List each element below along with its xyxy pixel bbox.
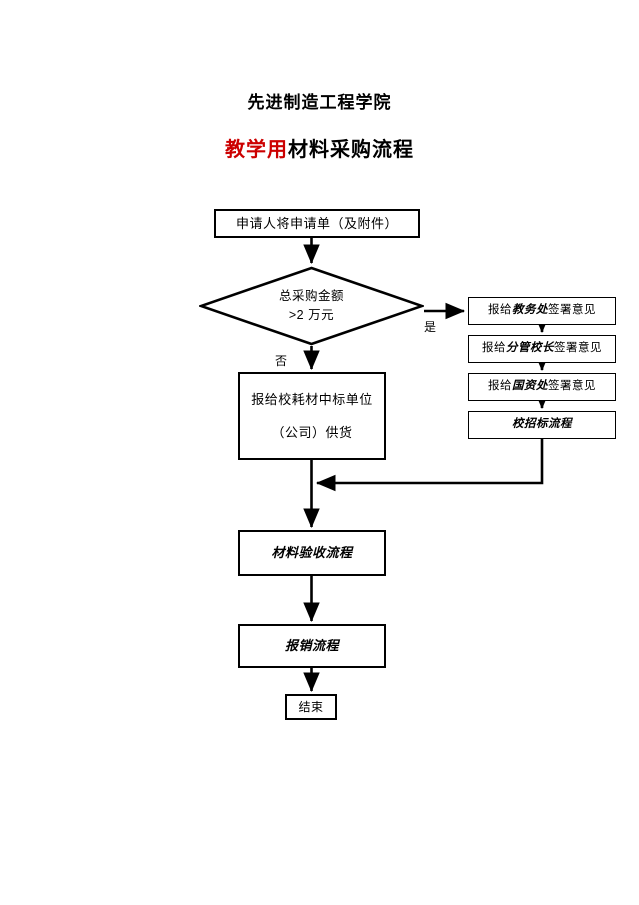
node-vice-president-suffix: 签署意见: [554, 342, 602, 355]
page-subtitle: 教学用材料采购流程: [0, 133, 639, 162]
node-decision-amount[interactable]: 总采购金额 >2 万元: [199, 266, 424, 346]
node-decision-amount-line1: 总采购金额: [278, 288, 344, 303]
node-school-bidding-process-label: 校招标流程: [512, 418, 572, 431]
edge-label-yes: 是: [424, 320, 437, 334]
diamond-shape: [199, 266, 424, 346]
node-reimbursement-process[interactable]: 报销流程: [238, 624, 386, 668]
node-end-label: 结束: [298, 700, 324, 714]
node-supplier-delivery-line2: （公司）供货: [271, 425, 353, 440]
node-decision-amount-text: 总采购金额 >2 万元: [199, 266, 424, 346]
node-state-assets-suffix: 签署意见: [548, 380, 596, 393]
node-vice-president-emphasis: 分管校长: [506, 342, 554, 355]
node-start-application[interactable]: 申请人将申请单（及附件）: [214, 209, 420, 238]
node-academic-affairs-signature[interactable]: 报给教务处签署意见: [468, 297, 616, 325]
page-title: 先进制造工程学院: [247, 93, 392, 112]
node-material-acceptance-process-label: 材料验收流程: [271, 545, 353, 561]
node-school-bidding-process[interactable]: 校招标流程: [468, 411, 616, 439]
node-vice-president-text: 报给分管校长签署意见: [482, 340, 602, 357]
node-academic-affairs-emphasis: 教务处: [512, 304, 548, 317]
node-academic-affairs-text: 报给教务处签署意见: [488, 302, 596, 319]
node-academic-affairs-prefix: 报给: [488, 304, 512, 317]
page-subtitle-highlight: 教学用: [225, 139, 288, 161]
node-state-assets-signature[interactable]: 报给国资处签署意见: [468, 373, 616, 401]
node-state-assets-emphasis: 国资处: [512, 380, 548, 393]
node-vice-president-signature[interactable]: 报给分管校长签署意见: [468, 335, 616, 363]
page-subtitle-rest: 材料采购流程: [288, 139, 414, 161]
node-state-assets-text: 报给国资处签署意见: [488, 378, 596, 395]
node-end[interactable]: 结束: [285, 694, 337, 720]
node-academic-affairs-suffix: 签署意见: [548, 304, 596, 317]
node-vice-president-prefix: 报给: [482, 342, 506, 355]
node-material-acceptance-process[interactable]: 材料验收流程: [238, 530, 386, 576]
node-reimbursement-process-label: 报销流程: [284, 638, 339, 654]
node-start-application-label: 申请人将申请单（及附件）: [235, 215, 398, 231]
node-supplier-delivery[interactable]: 报给校耗材中标单位 （公司）供货: [238, 372, 386, 460]
node-state-assets-prefix: 报给: [488, 380, 512, 393]
node-decision-amount-line2: >2 万元: [288, 308, 335, 322]
edge-label-no: 否: [275, 354, 288, 368]
node-supplier-delivery-line1: 报给校耗材中标单位: [251, 391, 373, 407]
